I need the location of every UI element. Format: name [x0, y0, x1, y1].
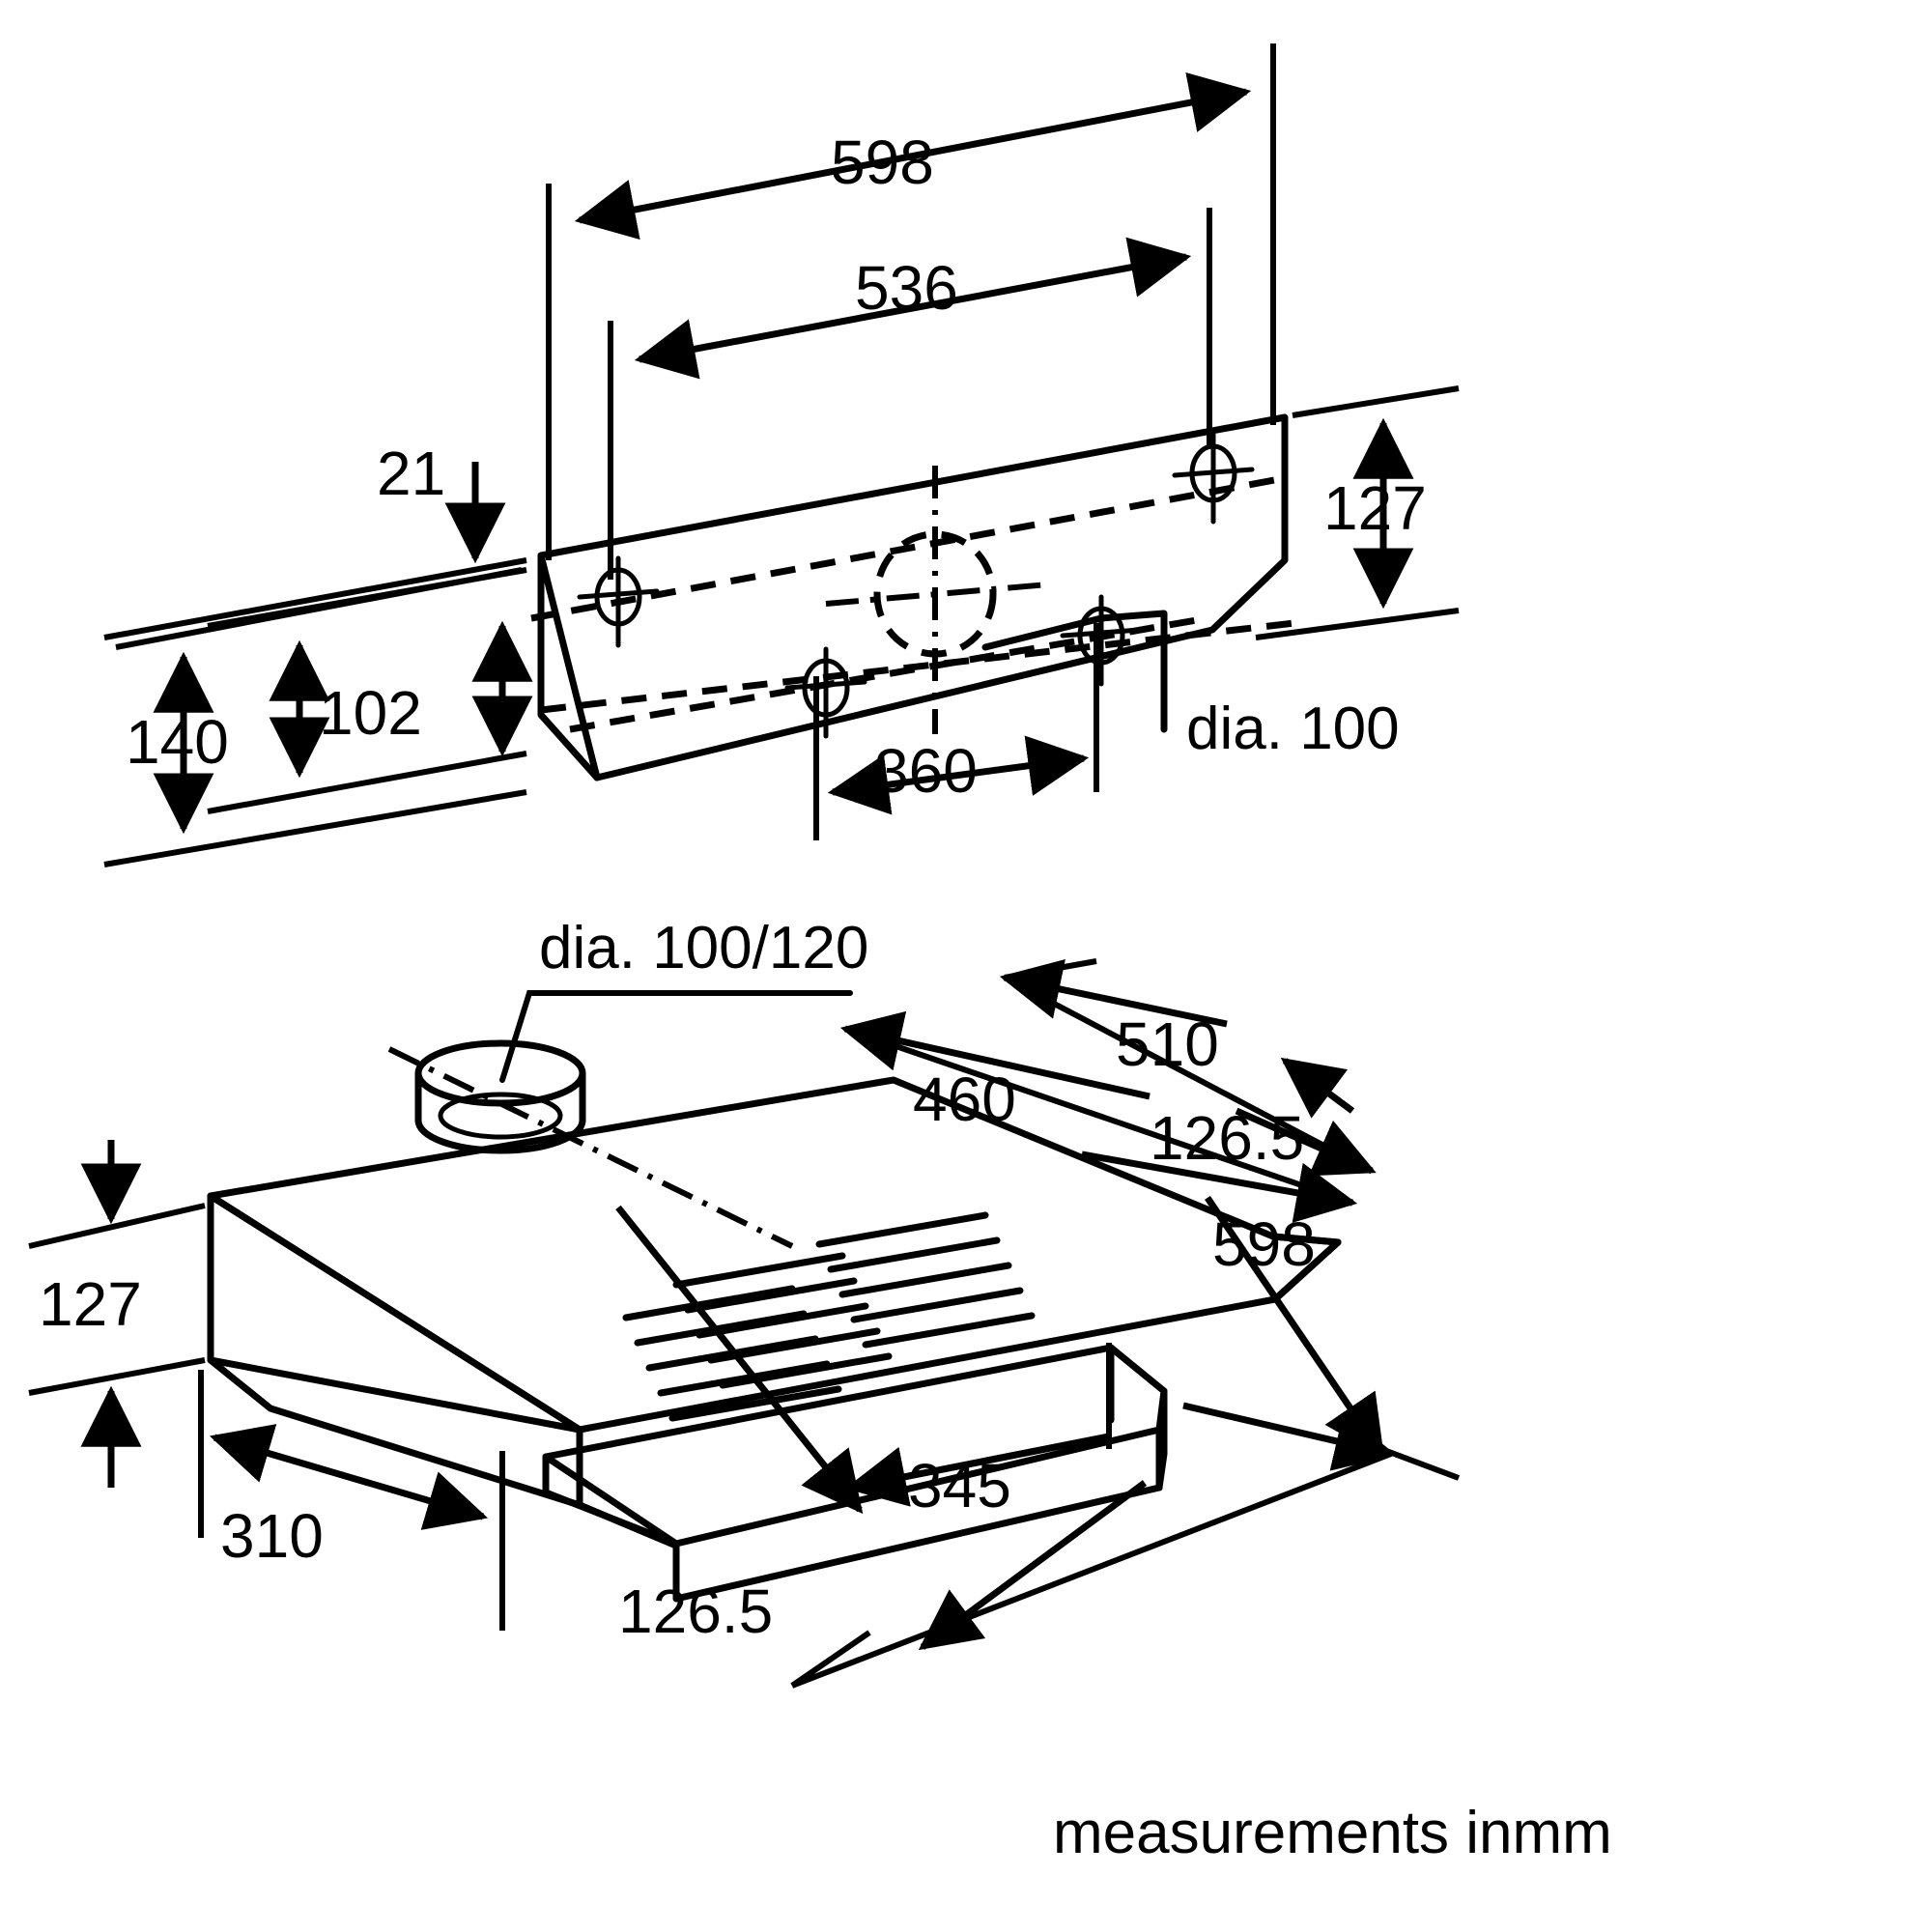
isometric-extension-lines — [615, 975, 1393, 1689]
mounting-hole-upper-left — [577, 555, 660, 648]
dimension-label-536: 536 — [855, 253, 958, 323]
dimension-21: 21 — [115, 439, 523, 650]
hood-grille-slats — [622, 1211, 1036, 1422]
mounting-hole-upper-right — [1172, 432, 1255, 525]
dimension-102: 102 — [207, 567, 533, 814]
upper-wall-mounting-view: 598 536 21 140 — [103, 43, 1460, 867]
dimension-127-lower: 127 — [28, 1140, 206, 1488]
dimension-140: 140 — [103, 557, 527, 867]
dimension-536: 536 — [608, 208, 1212, 580]
dimension-label-140: 140 — [126, 707, 229, 777]
hood-right-side — [1269, 1233, 1342, 1303]
dimension-label-598-lower: 598 — [1212, 1209, 1316, 1279]
mounting-hole-lower-right — [1060, 594, 1143, 687]
dimension-label-360: 360 — [874, 736, 978, 806]
dimension-label-102: 102 — [319, 678, 422, 748]
dimension-598-top: 598 — [546, 43, 1276, 560]
dimension-label-310: 310 — [220, 1501, 324, 1571]
hood-left-end-face — [207, 1192, 583, 1509]
dimension-label-460: 460 — [913, 1065, 1016, 1134]
dimension-label-127-upper: 127 — [1323, 473, 1427, 543]
units-note: measurements inmm — [1053, 1800, 1612, 1866]
dimension-label-21: 21 — [377, 439, 445, 508]
duct-centre-line — [387, 1046, 794, 1249]
dimension-label-127-lower: 127 — [39, 1269, 142, 1339]
mounting-hole-lower-left — [784, 646, 867, 739]
dimension-310: 310 — [198, 1370, 505, 1631]
dimension-label-598-top: 598 — [831, 128, 934, 197]
dimension-360: 360 — [813, 623, 1099, 840]
note-label-dia-100: dia. 100 — [1186, 696, 1400, 762]
dimension-598-lower: 598 — [790, 1209, 1461, 1689]
note-label-dia-100-120: dia. 100/120 — [539, 915, 868, 981]
dimension-460: 460 — [839, 1010, 1358, 1223]
duct-outlet-circle — [825, 466, 1049, 734]
note-dia-100: dia. 100 — [1161, 611, 1400, 762]
mounting-plate-hidden-edges — [530, 474, 1295, 733]
hood-slide-out-panel — [542, 1344, 1168, 1603]
lower-perspective-view: dia. 100/120 127 310 126.5 — [28, 915, 1461, 1689]
dimension-label-345: 345 — [908, 1451, 1011, 1520]
mounting-plate-outline — [537, 413, 1289, 781]
dimension-127-upper: 127 — [1255, 385, 1460, 640]
dimension-label-126-5-front: 126.5 — [618, 1577, 773, 1646]
note-dia-100-120: dia. 100/120 — [499, 915, 868, 1083]
